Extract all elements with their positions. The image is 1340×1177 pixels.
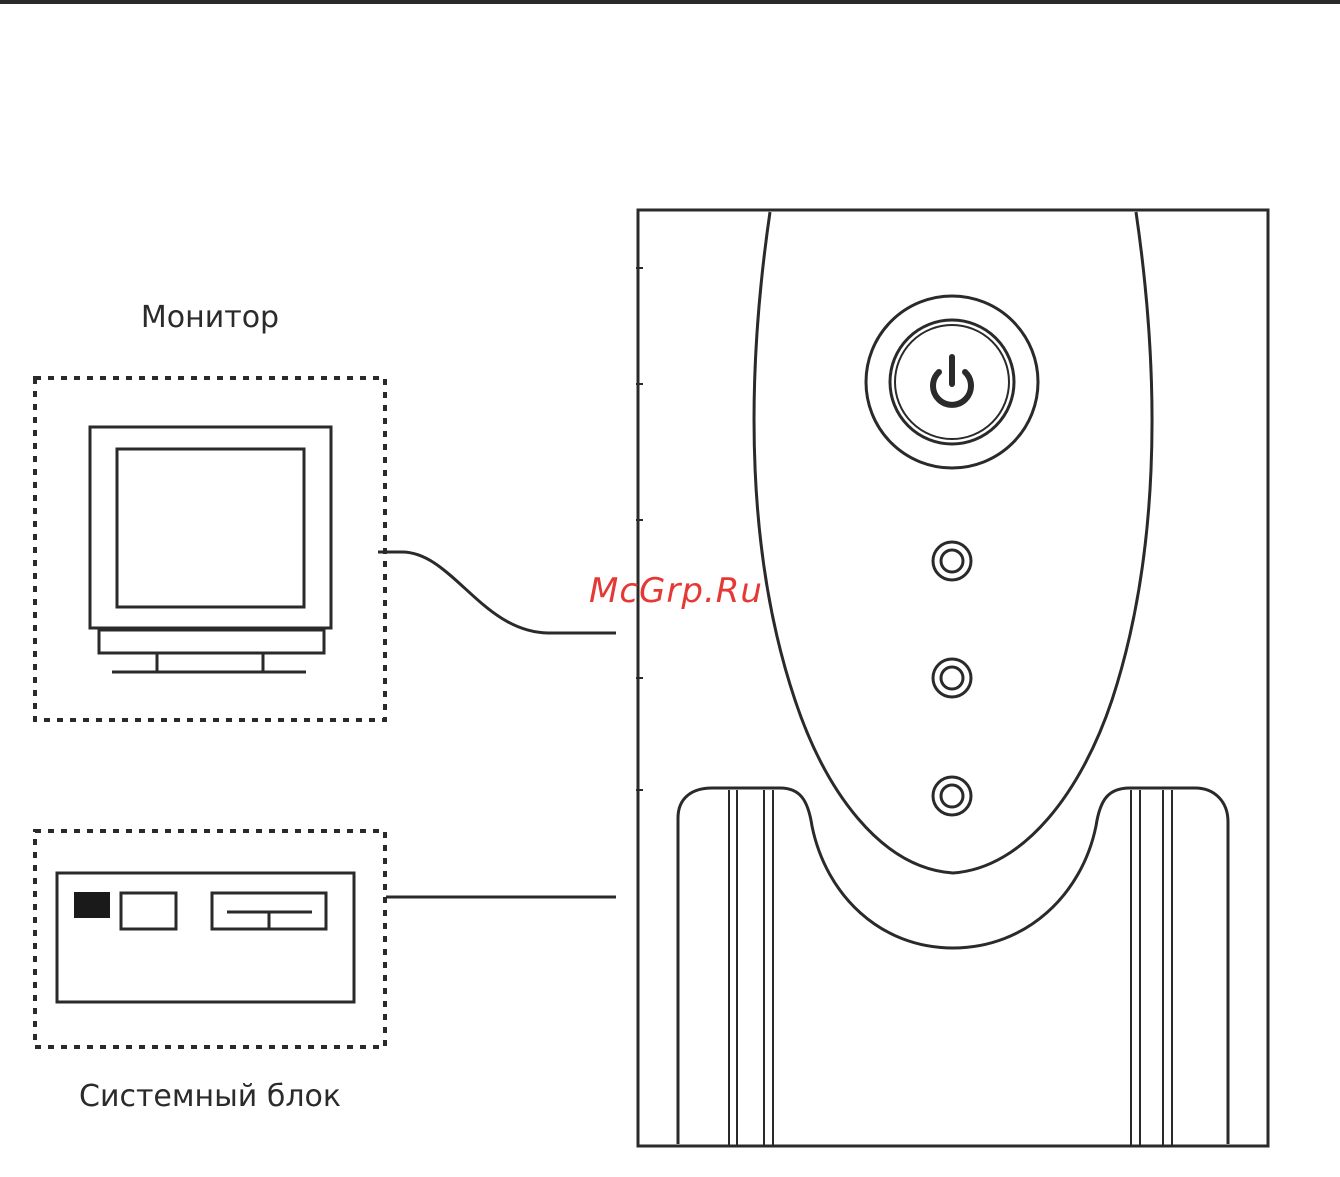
system-unit-icon xyxy=(57,873,354,1002)
indicator-light-icon xyxy=(933,542,971,580)
watermark: McGrp.Ru xyxy=(589,571,763,611)
monitor-icon xyxy=(90,427,331,672)
system-unit-dashed-frame xyxy=(35,831,385,1047)
monitor-cable xyxy=(378,552,616,633)
ups-base xyxy=(678,788,1228,1144)
ups-device xyxy=(636,210,1268,1146)
indicator-light-icon xyxy=(933,777,971,815)
system-unit-label: Системный блок xyxy=(79,1079,341,1114)
monitor-label: Монитор xyxy=(141,300,279,335)
indicator-light-icon xyxy=(933,659,971,697)
power-icon xyxy=(866,296,1038,468)
